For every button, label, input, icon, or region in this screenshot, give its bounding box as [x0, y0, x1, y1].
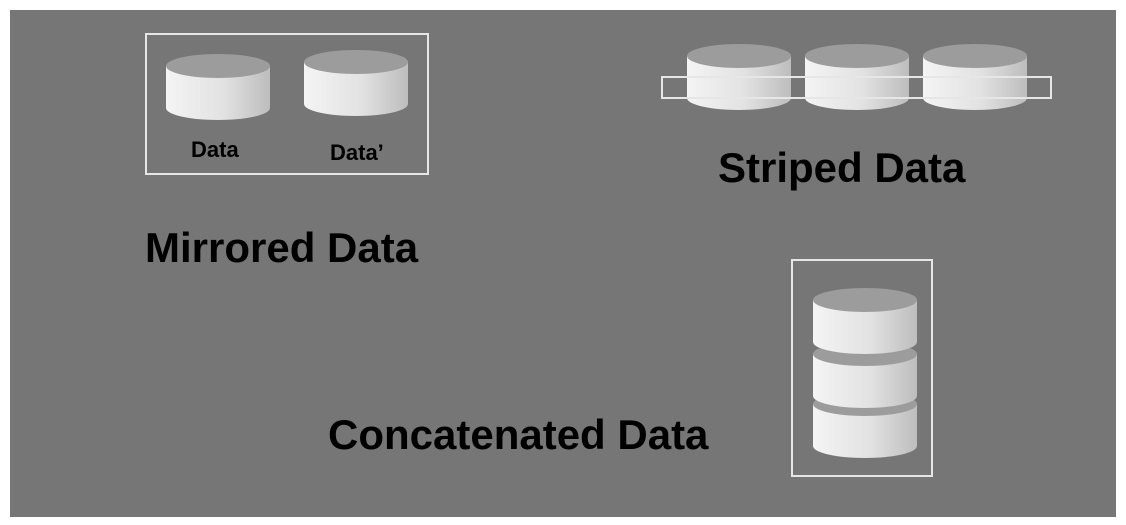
striped-disk-3 — [923, 44, 1027, 110]
mirrored-disk-label-1: Data — [191, 137, 239, 162]
concatenated-data-title: Concatenated Data — [328, 411, 709, 458]
mirrored-disk-label-2: Data’ — [330, 140, 384, 165]
stripe-band — [661, 76, 1052, 99]
concatenated-frame — [791, 259, 933, 477]
mirrored-data-title: Mirrored Data — [145, 224, 419, 271]
striped-disk-1 — [687, 44, 791, 110]
striped-disk-2 — [805, 44, 909, 110]
diagram-canvas: Data Data’ Mirrored Data Striped Data Co… — [10, 10, 1116, 517]
mirrored-disk-1 — [166, 54, 270, 120]
concatenated-disk-top — [813, 288, 917, 354]
mirrored-disk-2 — [304, 50, 408, 116]
striped-data-title: Striped Data — [718, 144, 966, 191]
mirrored-frame — [145, 33, 429, 175]
